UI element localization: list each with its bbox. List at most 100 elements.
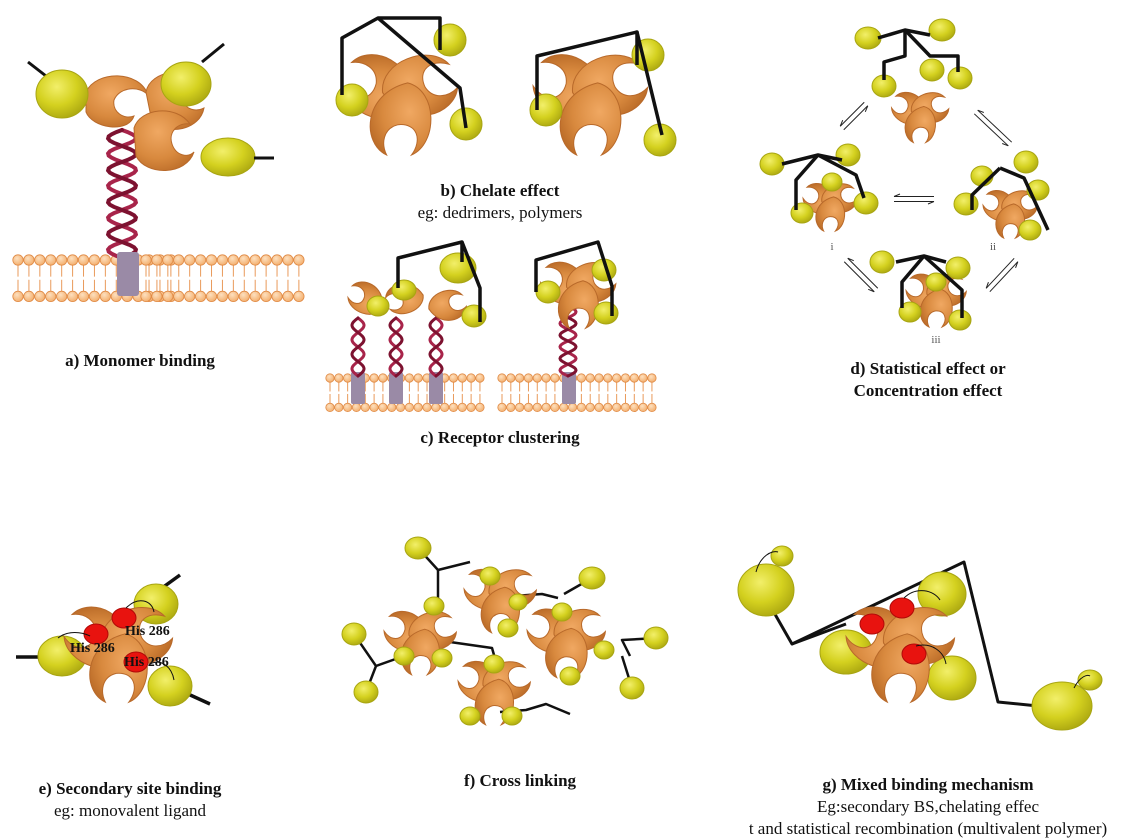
ligand bbox=[552, 603, 572, 621]
lipid-head bbox=[272, 291, 282, 301]
lipid-head bbox=[379, 403, 387, 411]
caption-d: d) Statistical effect or Concentration e… bbox=[810, 358, 1046, 402]
caption-b: b) Chelate effect eg: dedrimers, polymer… bbox=[380, 180, 620, 224]
lipid-head bbox=[152, 255, 162, 265]
lipid-head bbox=[335, 374, 343, 382]
lipid-head bbox=[533, 403, 541, 411]
equilibrium-arrow bbox=[974, 114, 1008, 146]
linker bbox=[796, 155, 818, 210]
panel-c-receptor-clustering bbox=[326, 242, 656, 412]
equilibrium-arrow bbox=[844, 262, 874, 292]
receptor-subunit bbox=[134, 111, 194, 171]
ligand bbox=[424, 597, 444, 615]
lipid-head bbox=[184, 255, 194, 265]
lipid-head bbox=[13, 291, 23, 301]
transmembrane-segment bbox=[117, 252, 139, 296]
lipid-head bbox=[343, 403, 351, 411]
lipid-head bbox=[595, 403, 603, 411]
lipid-head bbox=[604, 403, 612, 411]
ligand bbox=[530, 94, 562, 126]
secondary-site bbox=[890, 598, 914, 618]
ligand bbox=[771, 546, 793, 566]
lipid-head bbox=[542, 374, 550, 382]
ligand bbox=[738, 564, 794, 616]
ligand bbox=[1078, 670, 1102, 690]
lipid-head bbox=[283, 291, 293, 301]
ligand bbox=[928, 656, 976, 700]
lipid-head bbox=[228, 291, 238, 301]
ligand bbox=[462, 305, 486, 327]
ligand bbox=[949, 310, 971, 330]
his-label-2: His 286 bbox=[70, 641, 115, 656]
lipid-head bbox=[648, 403, 656, 411]
caption-b-title: b) Chelate effect bbox=[380, 180, 620, 202]
his-label-3: His 286 bbox=[124, 655, 169, 670]
lipid-head bbox=[361, 403, 369, 411]
ligand bbox=[929, 19, 955, 41]
lipid-head bbox=[239, 291, 249, 301]
lipid-head bbox=[174, 255, 184, 265]
lipid-head bbox=[458, 403, 466, 411]
complex-label-iii: iii bbox=[931, 334, 940, 346]
lipid-head bbox=[250, 255, 260, 265]
lipid-head bbox=[612, 374, 620, 382]
lipid-head bbox=[577, 403, 585, 411]
lipid-head bbox=[24, 291, 34, 301]
lipid-head bbox=[335, 403, 343, 411]
lipid-head bbox=[432, 403, 440, 411]
equilibrium-arrow bbox=[840, 102, 864, 126]
lipid-head bbox=[141, 255, 151, 265]
lipid-head bbox=[35, 255, 45, 265]
ligand bbox=[760, 153, 784, 175]
lipid-head bbox=[217, 291, 227, 301]
ligand bbox=[620, 677, 644, 699]
ligand-a-left bbox=[28, 62, 88, 118]
lipid-head bbox=[46, 255, 56, 265]
lipid-head bbox=[476, 374, 484, 382]
lipid-head bbox=[498, 374, 506, 382]
lipid-head bbox=[551, 403, 559, 411]
lipid-head bbox=[542, 403, 550, 411]
lipid-head bbox=[612, 403, 620, 411]
lipid-head bbox=[423, 403, 431, 411]
caption-e-title: e) Secondary site binding bbox=[10, 778, 250, 800]
lipid-head bbox=[239, 255, 249, 265]
lipid-head bbox=[630, 403, 638, 411]
lipid-head bbox=[405, 403, 413, 411]
complex-i bbox=[760, 144, 878, 231]
chelate-complex-1 bbox=[336, 18, 482, 155]
lipid-head bbox=[621, 374, 629, 382]
lipid-head bbox=[621, 403, 629, 411]
lipid-head bbox=[141, 291, 151, 301]
ligand bbox=[854, 192, 878, 214]
ligand bbox=[432, 649, 452, 667]
chelate-complex-2 bbox=[526, 32, 676, 156]
complex-iii bbox=[870, 251, 971, 330]
lipid-head bbox=[206, 291, 216, 301]
lipid-head bbox=[577, 374, 585, 382]
ligand bbox=[367, 296, 389, 316]
caption-g-subtitle-1: Eg:secondary BS,chelating effec bbox=[732, 796, 1124, 818]
caption-g-subtitle-2: t and statistical recombination (multiva… bbox=[732, 818, 1124, 840]
lipid-head bbox=[440, 403, 448, 411]
lipid-head bbox=[604, 374, 612, 382]
ligand bbox=[484, 655, 504, 673]
ligand bbox=[498, 619, 518, 637]
clustering-monomers bbox=[345, 242, 486, 376]
lipid-head bbox=[507, 403, 515, 411]
panel-f-cross-linking bbox=[342, 537, 668, 725]
caption-f-title: f) Cross linking bbox=[420, 770, 620, 792]
lipid-head bbox=[206, 255, 216, 265]
caption-e: e) Secondary site binding eg: monovalent… bbox=[10, 778, 250, 822]
ligand bbox=[502, 707, 522, 725]
caption-g: g) Mixed binding mechanism Eg:secondary … bbox=[732, 774, 1124, 840]
lipid-head bbox=[67, 255, 77, 265]
lipid-head bbox=[326, 403, 334, 411]
lipid-head bbox=[184, 291, 194, 301]
lipid-head bbox=[639, 403, 647, 411]
caption-a-title: a) Monomer binding bbox=[40, 350, 240, 372]
ligand bbox=[822, 173, 842, 191]
equilibrium-arrow bbox=[986, 258, 1014, 288]
lipid-head bbox=[551, 374, 559, 382]
